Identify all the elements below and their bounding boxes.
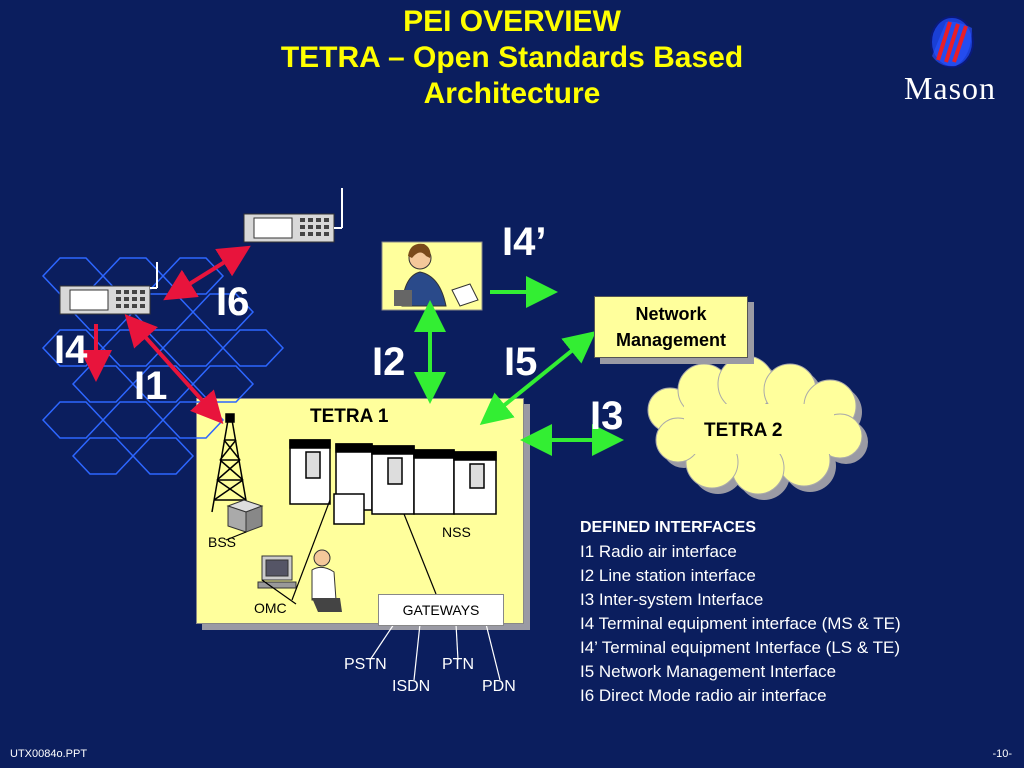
omc-label: OMC [254, 600, 287, 616]
i6-arrow [163, 245, 251, 301]
bss-label: BSS [208, 534, 237, 550]
i5-arrow [479, 330, 597, 426]
network-management-box: Network Management [594, 296, 748, 358]
internal-connector-lines [225, 499, 437, 605]
i1-arrow [124, 314, 224, 424]
legend-item: I4 Terminal equipment interface (MS & TE… [580, 614, 901, 633]
logo-text: Mason [903, 70, 997, 106]
footer-page-number: -10- [992, 748, 1012, 760]
nss-server-racks-icon [289, 439, 497, 525]
legend-heading: DEFINED INTERFACES [580, 519, 757, 536]
interface-i5-label: I5 [504, 340, 538, 384]
base-station-tower-icon [211, 413, 249, 513]
tetra2-label: TETRA 2 [704, 420, 783, 441]
defined-interfaces-legend: DEFINED INTERFACES I1 Radio air interfac… [580, 516, 901, 708]
title-line-2: TETRA – Open Standards Based [280, 41, 744, 74]
line-station-operator-icon [381, 241, 483, 311]
footer-filename: UTX0084o.PPT [10, 748, 88, 760]
omc-workstation-icon [257, 549, 342, 612]
pdn-label: PDN [482, 678, 516, 695]
nss-label: NSS [442, 524, 471, 540]
bss-server-icon [226, 499, 264, 533]
title-line-3: Architecture [423, 77, 601, 110]
interface-i6-label: I6 [216, 280, 250, 324]
red-radio-arrows [80, 245, 251, 424]
logo-mark-icon [930, 16, 974, 68]
tetra1-title: TETRA 1 [310, 406, 389, 427]
slide-title: PEI OVERVIEW TETRA – Open Standards Base… [200, 4, 824, 112]
legend-item: I2 Line station interface [580, 566, 756, 585]
green-interface-arrows [414, 276, 624, 456]
radio-terminal-left-icon [59, 262, 158, 315]
legend-item: I4’ Terminal equipment Interface (LS & T… [580, 638, 901, 657]
interface-i3-label: I3 [590, 394, 624, 438]
interface-i2-label: I2 [372, 340, 406, 384]
gateways-box: GATEWAYS [378, 594, 504, 626]
pstn-label: PSTN [344, 656, 387, 673]
title-line-1: PEI OVERVIEW [403, 5, 621, 38]
network-management-line-2: Management [615, 330, 727, 350]
gateway-network-lines [369, 623, 501, 681]
radio-terminal-top-icon [243, 188, 343, 243]
isdn-label: ISDN [392, 678, 431, 695]
legend-item: I1 Radio air interface [580, 542, 737, 561]
legend-item: I3 Inter-system Interface [580, 590, 764, 609]
interface-i4-label: I4 [54, 328, 88, 372]
interface-i4-prime-label: I4’ [502, 220, 547, 264]
ptn-label: PTN [442, 656, 474, 673]
network-management-line-1: Network [635, 304, 707, 324]
mason-logo: Mason [880, 8, 1020, 108]
interface-i1-label: I1 [134, 364, 168, 408]
legend-item: I5 Network Management Interface [580, 662, 837, 681]
legend-item: I6 Direct Mode radio air interface [580, 686, 827, 705]
tetra2-cloud-icon [647, 355, 868, 500]
